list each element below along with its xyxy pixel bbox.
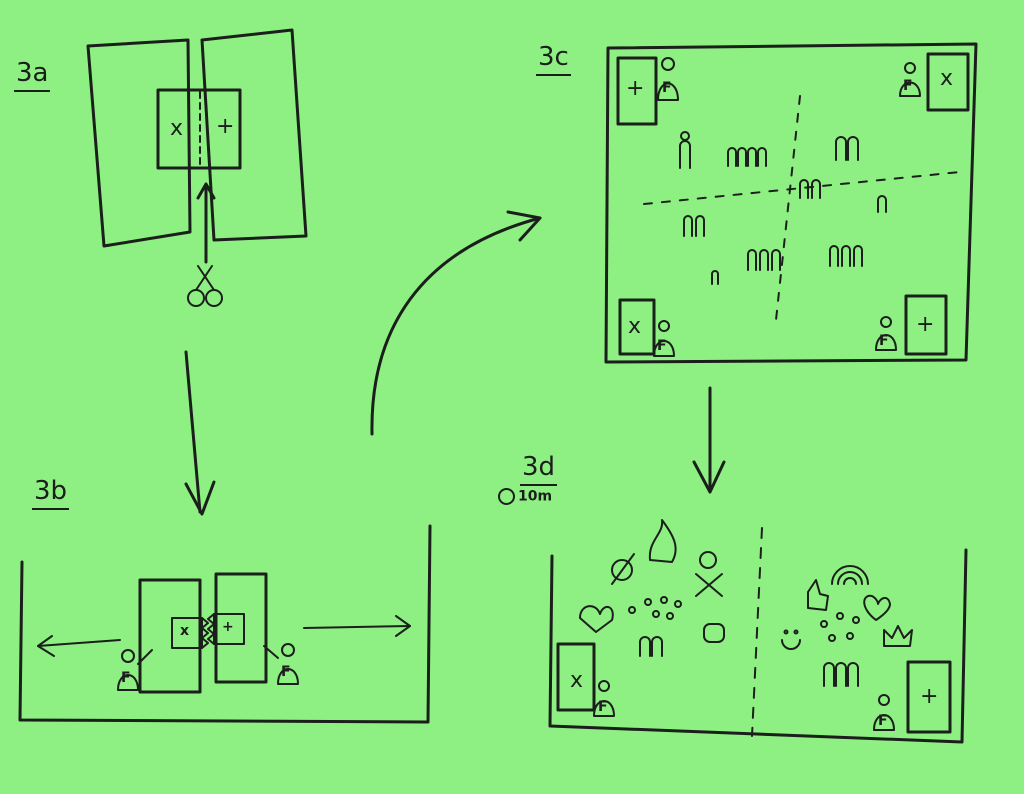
card-half-x (171, 617, 203, 649)
facilitator-badge-5: F (657, 338, 667, 354)
arrow-right-icon (303, 615, 411, 637)
zone-plus-symbol-3d: + (920, 684, 939, 709)
door-left-half (86, 38, 192, 248)
panel-3b (18, 524, 432, 724)
panel-3b-label: 3b (32, 476, 70, 510)
torn-edge-left (201, 617, 209, 649)
facilitator-badge: F (121, 670, 131, 686)
door-left-3b (138, 578, 202, 694)
person-icon-3 (657, 57, 679, 101)
facilitator-badge-2: F (281, 664, 291, 680)
room-outline-3c (604, 42, 978, 364)
panel-3d-label: 3d (520, 452, 558, 486)
arrow-left-icon (37, 635, 121, 657)
zone-plus-symbol-br: + (916, 312, 935, 337)
panel-3c-label: 3c (536, 42, 571, 76)
group-icon (679, 131, 887, 285)
rainbow-icon (831, 565, 869, 585)
facilitator-badge-8: F (878, 713, 888, 729)
group-icon-3d-left (628, 596, 682, 657)
zone-cross-3d (556, 642, 596, 712)
heart-icon (863, 594, 891, 621)
person-icon-5 (653, 320, 675, 357)
broken-heart-icon (579, 605, 614, 633)
room-outline-3b (18, 524, 432, 724)
zone-cross-symbol-tr: x (940, 66, 954, 91)
person-icon (117, 649, 153, 691)
fist-icon (703, 623, 725, 643)
divider-horizontal (643, 171, 961, 205)
arrow-down-icon-2 (692, 386, 726, 494)
door-right-half (200, 28, 308, 242)
person-icon-8 (873, 694, 895, 731)
panel-3a (86, 28, 308, 307)
person-icon-6 (875, 316, 897, 351)
scissors-icon (187, 265, 223, 307)
smiley-icon (781, 629, 801, 650)
facilitator-badge-3: F (662, 80, 672, 96)
zone-plus-symbol-tl: + (626, 76, 645, 101)
facilitator-badge-4: F (903, 78, 913, 94)
fire-icon (648, 519, 677, 563)
clock-icon (498, 488, 515, 505)
zone-plus-bottom-right (904, 294, 948, 356)
group-icon-3d-right (820, 612, 860, 687)
panel-3d-timer: 10m (498, 488, 552, 505)
torn-edge-right (207, 613, 215, 645)
panel-3a-label: 3a (14, 58, 51, 92)
zone-plus-top-left (616, 56, 658, 126)
person-icon-2 (263, 643, 299, 685)
zone-cross-symbol-3d: x (570, 668, 584, 693)
person-icon-7 (593, 680, 615, 717)
panel-3c (604, 42, 978, 364)
facilitator-badge-6: F (879, 333, 889, 349)
arrow-curve-icon (370, 210, 542, 436)
facilitator-badge-7: F (598, 699, 608, 715)
door-right-3b (214, 572, 268, 684)
card-x-plus (156, 88, 242, 170)
panel-3d (548, 519, 968, 744)
card-half-plus (213, 613, 245, 645)
zone-cross-top-right (926, 52, 970, 112)
card-symbol-plus: + (216, 114, 235, 139)
zone-cross-bottom-left (618, 298, 656, 356)
arrow-up-head (196, 182, 216, 200)
crown-icon (883, 625, 913, 647)
card-half-plus-symbol: + (222, 619, 234, 635)
forbidden-icon (611, 553, 635, 585)
room-outline-3d (548, 548, 968, 744)
divider-vertical-3d (751, 527, 763, 737)
person-icon-4 (899, 62, 921, 97)
zone-plus-3d (906, 660, 952, 734)
thumbs-up-icon (807, 579, 829, 611)
card-symbol-x: x (170, 116, 184, 141)
skull-icon (695, 551, 723, 597)
divider-vertical (775, 95, 801, 321)
arrow-down-icon (184, 350, 216, 516)
zone-cross-symbol-bl: x (628, 314, 642, 339)
card-half-x-symbol: x (180, 623, 190, 639)
